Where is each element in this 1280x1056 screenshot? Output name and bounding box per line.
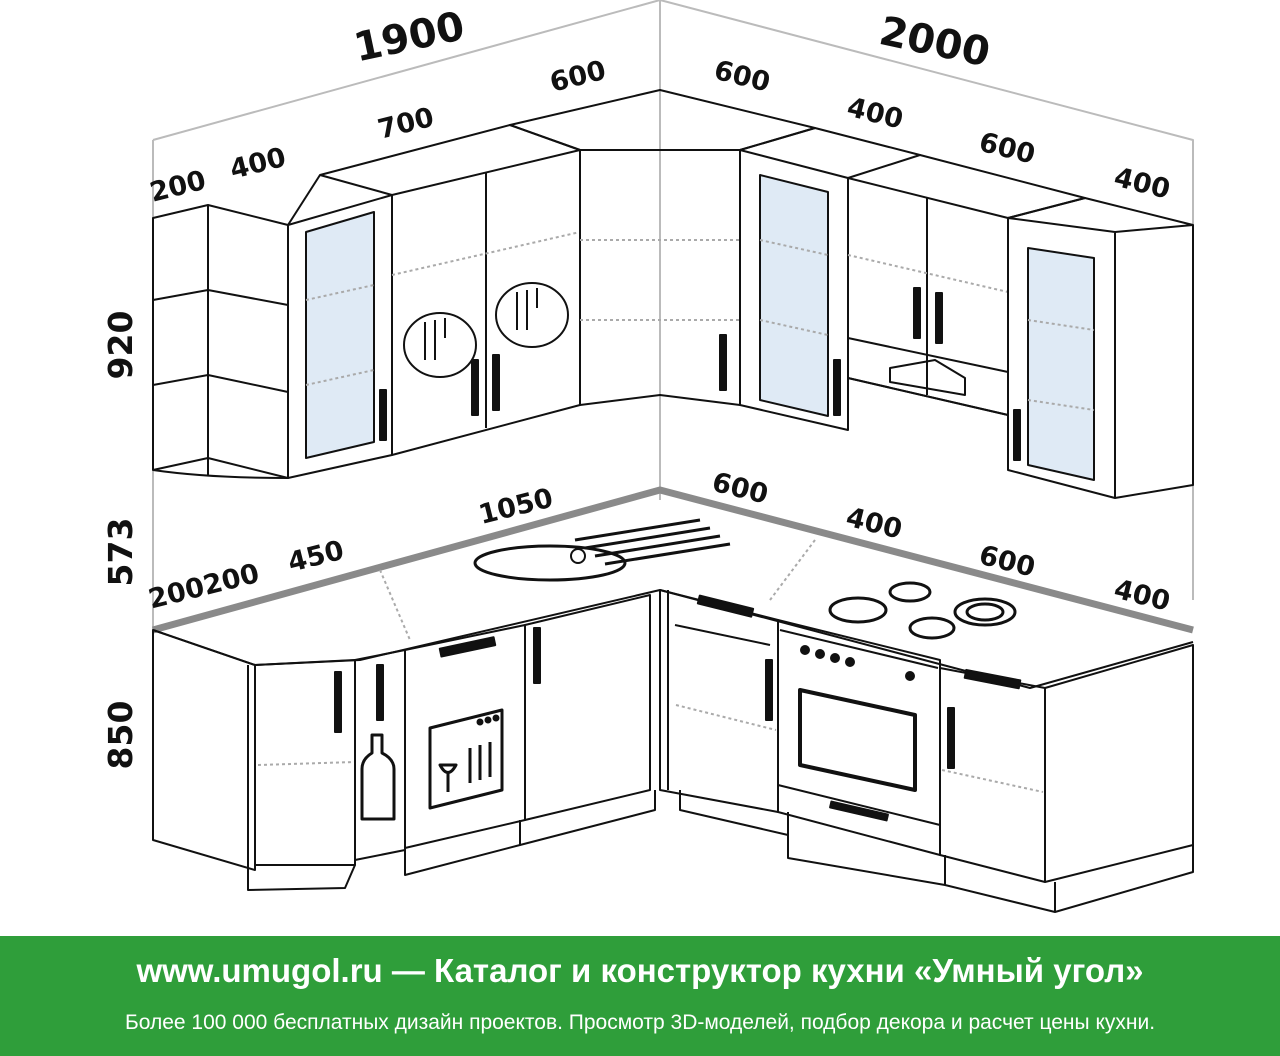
dim-height-upper: 920	[101, 311, 140, 380]
upper-open-shelf	[152, 204, 289, 479]
base-corner-shelf	[152, 629, 356, 891]
kitchen-layout-diagram: 1900 2000 200 400 700 600 600 400 600 40…	[101, 0, 1194, 913]
banner-subtitle: Более 100 000 бесплатных дизайн проектов…	[124, 1011, 1156, 1034]
burner-icon	[828, 596, 888, 624]
dim-wall-right-total: 2000	[875, 8, 993, 76]
base-end-cabinet	[939, 644, 1194, 913]
base-dishwasher	[404, 624, 526, 849]
base-single-cabinet-left	[404, 594, 656, 876]
dim-wall-left-total: 1900	[350, 3, 468, 71]
dim-upper-200: 200	[147, 165, 209, 209]
upper-glass-cabinet-left	[287, 174, 393, 479]
dim-upper-corner-right-600: 600	[711, 55, 773, 99]
upper-glass-cabinet-right	[739, 127, 921, 431]
base-corner-cabinet-right	[659, 589, 789, 836]
dim-upper-700: 700	[375, 102, 437, 146]
dim-upper-corner-left-600: 600	[547, 55, 609, 99]
base-bottle-rack	[354, 649, 406, 861]
dim-upper-right-end-400: 400	[1111, 162, 1173, 206]
upper-glass-cabinet-end	[1007, 197, 1194, 499]
dim-upper-right-600: 600	[976, 127, 1038, 171]
countertop	[152, 486, 1194, 689]
dim-height-gap: 573	[101, 518, 140, 587]
left-wall-outline	[152, 0, 661, 500]
upper-corner-cabinet	[509, 89, 816, 406]
dim-upper-right-400: 400	[844, 92, 906, 136]
dishwasher-icon	[428, 708, 504, 810]
base-angled-cabinet	[254, 659, 356, 866]
promo-banner: www.umugol.ru — Каталог и конструктор ку…	[0, 936, 1280, 1056]
oven-icon	[798, 688, 917, 792]
banner-title[interactable]: www.umugol.ru — Каталог и конструктор ку…	[136, 952, 1144, 989]
dim-upper-400: 400	[227, 142, 289, 186]
dim-base-450: 450	[285, 535, 347, 579]
range-hood-icon	[889, 359, 966, 396]
bottle-icon	[360, 733, 396, 821]
dim-height-base: 850	[101, 701, 140, 770]
